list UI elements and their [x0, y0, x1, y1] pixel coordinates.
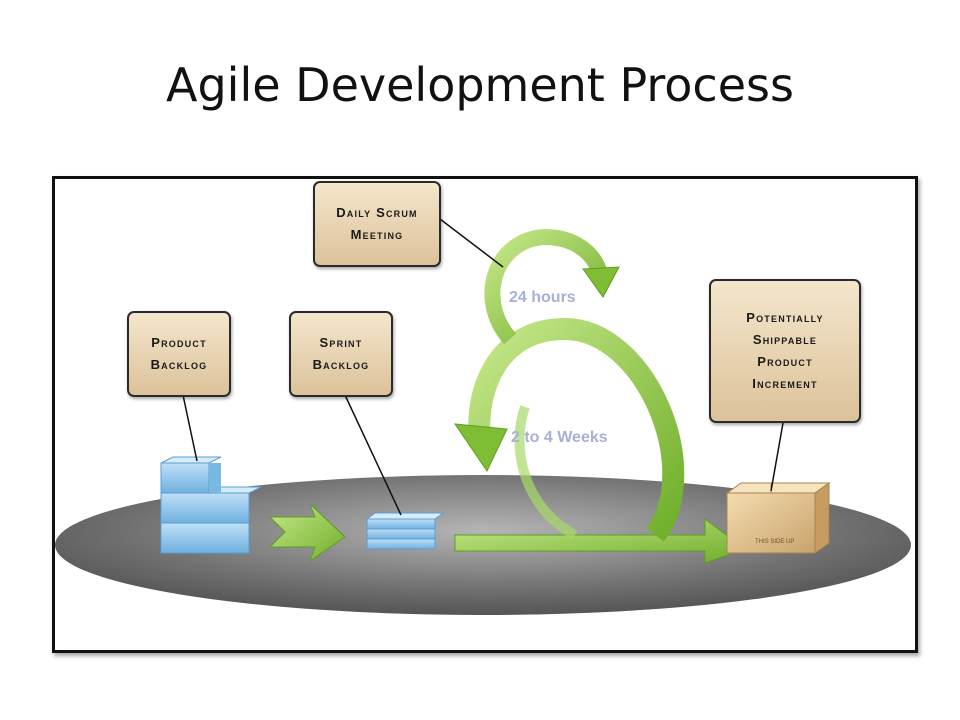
- shipping-box: [725, 482, 831, 554]
- daily-scrum-label: Daily Scrum Meeting: [336, 205, 418, 242]
- diagram-canvas: [55, 218, 911, 615]
- sprint-cycle-arrow: [453, 317, 747, 564]
- pointer-sprint-backlog: [344, 394, 402, 516]
- daily-loop-label: 24 hours: [509, 289, 576, 306]
- increment-label: Potentially Shippable Product Increment: [746, 310, 824, 391]
- daily-cycle-arrow: [484, 228, 620, 345]
- pointer-product-backlog: [182, 394, 198, 462]
- product-backlog-note: Product Backlog: [127, 311, 231, 397]
- sprint-backlog-label: Sprint Backlog: [312, 335, 370, 372]
- box-label: THIS SIDE UP: [755, 539, 795, 545]
- product-backlog-label: Product Backlog: [150, 335, 208, 372]
- diagram-frame: Daily Scrum Meeting Product Backlog Spri…: [52, 176, 918, 653]
- pointer-increment: [770, 422, 784, 492]
- sprint-loop-label: 2 to 4 Weeks: [511, 429, 608, 446]
- sprint-backlog-stack: [365, 512, 445, 550]
- slide-title: Agile Development Process: [166, 58, 794, 112]
- product-backlog-stack: [160, 456, 262, 554]
- daily-scrum-note: Daily Scrum Meeting: [313, 181, 441, 267]
- pointer-daily-scrum: [439, 218, 504, 268]
- increment-note: Potentially Shippable Product Increment: [709, 279, 861, 423]
- flow-arrow-1: [268, 503, 346, 563]
- sprint-backlog-note: Sprint Backlog: [289, 311, 393, 397]
